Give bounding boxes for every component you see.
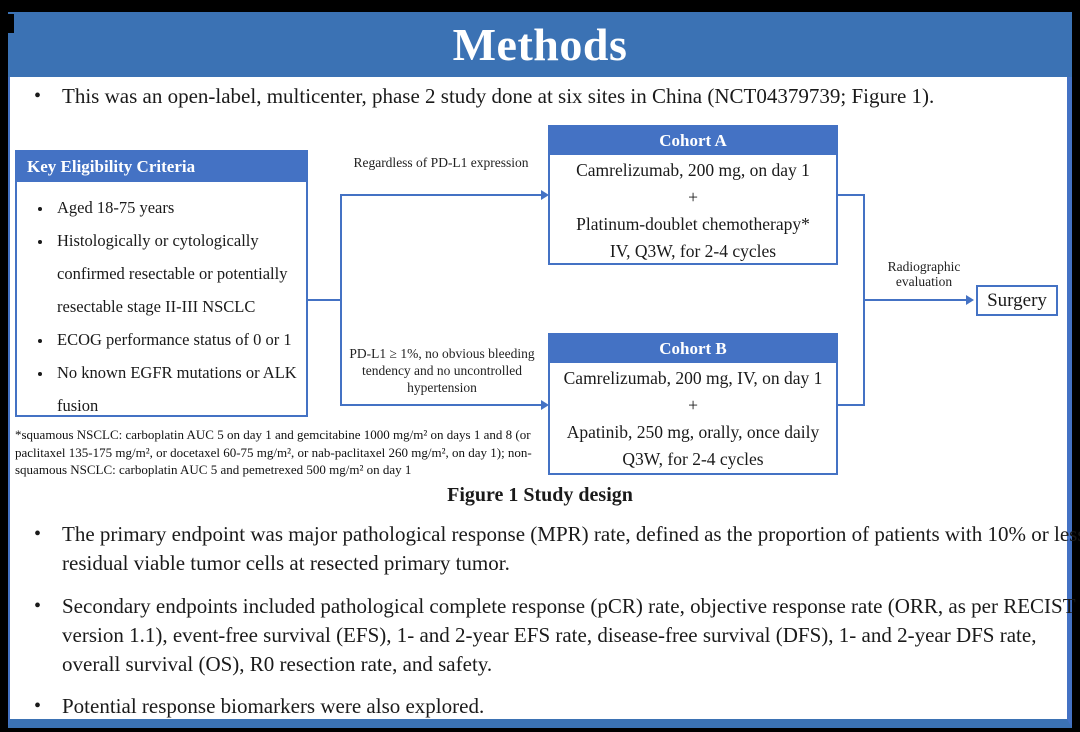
surgery-box: Surgery — [976, 285, 1058, 316]
secondary-endpoints-bullet: Secondary endpoints included pathologica… — [30, 592, 1080, 679]
arrowhead-icon — [541, 190, 549, 200]
eligibility-item: ECOG performance status of 0 or 1 — [53, 323, 306, 356]
plus-sign: + — [688, 395, 698, 415]
eligibility-box: Key Eligibility Criteria Aged 18-75 year… — [15, 150, 308, 417]
figure-footnote: *squamous NSCLC: carboplatin AUC 5 on da… — [15, 427, 532, 477]
plus-sign: + — [688, 187, 698, 207]
biomarkers-bullet: Potential response biomarkers were also … — [30, 692, 1080, 721]
cohort-b-line: Camrelizumab, 200 mg, IV, on day 1 — [563, 368, 823, 388]
flow-line — [863, 194, 865, 406]
branch-bottom-label: PD-L1 ≥ 1%, no obvious bleeding tendency… — [349, 346, 535, 395]
cohort-a-line: Platinum-doublet chemotherapy* — [576, 214, 810, 234]
arrowhead-icon — [966, 295, 974, 305]
primary-endpoint-bullet: The primary endpoint was major pathologi… — [30, 520, 1080, 578]
eligibility-box-title: Key Eligibility Criteria — [17, 152, 306, 182]
eligibility-item: No known EGFR mutations or ALK fusion — [53, 356, 306, 422]
branch-top-label: Regardless of PD-L1 expression — [353, 155, 529, 170]
flow-line — [865, 299, 966, 301]
arrowhead-icon — [541, 400, 549, 410]
cohort-a-line: IV, Q3W, for 2-4 cycles — [609, 241, 777, 261]
cohort-a-line: Camrelizumab, 200 mg, on day 1 — [576, 160, 810, 180]
radiographic-evaluation-label: Radiographic evaluation — [887, 259, 961, 289]
flow-line — [306, 299, 342, 301]
flow-line — [340, 194, 342, 406]
flow-line — [836, 404, 865, 406]
eligibility-item: Histologically or cytologically confirme… — [53, 224, 306, 323]
figure-caption: Figure 1 Study design — [447, 484, 633, 506]
frame-notch — [0, 14, 14, 33]
cohort-a-body: Camrelizumab, 200 mg, on day 1 + Platinu… — [550, 155, 836, 265]
cohort-b-line: Q3W, for 2-4 cycles — [622, 449, 764, 469]
flow-line — [340, 194, 541, 196]
eligibility-criteria-list: Aged 18-75 years Histologically or cytol… — [17, 191, 306, 422]
cohort-b-title: Cohort B — [550, 335, 836, 363]
flow-line — [340, 404, 541, 406]
slide-title-bar: Methods — [8, 12, 1072, 77]
eligibility-item: Aged 18-75 years — [53, 191, 306, 224]
intro-bullet: This was an open-label, multicenter, pha… — [30, 82, 1080, 111]
cohort-a-box: Cohort A Camrelizumab, 200 mg, on day 1 … — [548, 125, 838, 265]
cohort-b-body: Camrelizumab, 200 mg, IV, on day 1 + Apa… — [550, 363, 836, 473]
cohort-b-line: Apatinib, 250 mg, orally, once daily — [566, 422, 820, 442]
cohort-a-title: Cohort A — [550, 127, 836, 155]
flow-line — [836, 194, 865, 196]
page-title: Methods — [452, 19, 628, 70]
cohort-b-box: Cohort B Camrelizumab, 200 mg, IV, on da… — [548, 333, 838, 475]
